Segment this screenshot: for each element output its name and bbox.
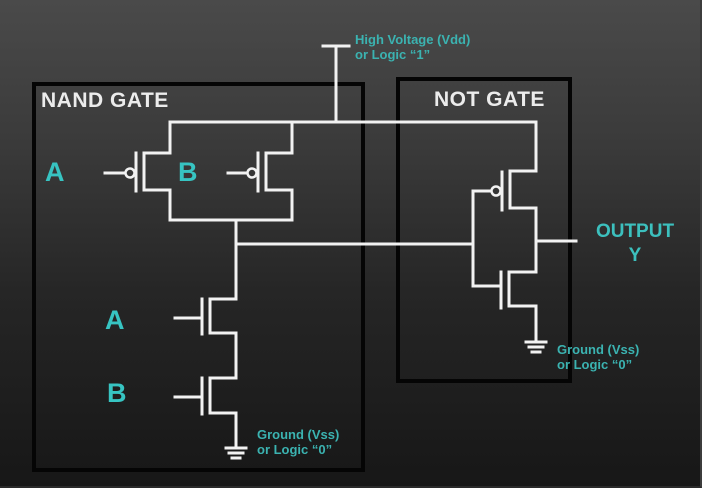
vdd-rail	[168, 120, 538, 173]
vdd-label-line2: or Logic “1”	[355, 47, 431, 62]
pmos-input-b-label: B	[178, 157, 198, 187]
vdd-label: High Voltage (Vdd) or Logic “1”	[355, 32, 470, 62]
output-label-line1: OUTPUT	[595, 221, 675, 242]
nand-ground-line2: or Logic “0”	[257, 442, 333, 457]
nmos-input-a-label: A	[105, 305, 125, 335]
not-ground-line1: Ground (Vss)	[557, 342, 640, 357]
nand-pmos-b-transistor	[226, 120, 294, 222]
nand-output-node	[168, 218, 294, 301]
not-pmos-transistor	[490, 169, 538, 274]
nand-nmos-a-transistor	[173, 297, 238, 380]
output-label-line2: Y	[628, 245, 642, 266]
not-gate-title: NOT GATE	[434, 88, 545, 111]
nand-ground-line1: Ground (Vss)	[257, 427, 340, 442]
nand-gate-title: NAND GATE	[41, 89, 169, 112]
not-ground-label: Ground (Vss) or Logic “0”	[557, 342, 639, 372]
not-gate-box	[396, 77, 572, 383]
nand-gate-box	[32, 82, 365, 472]
nand-pmos-a-transistor	[103, 120, 172, 222]
vdd-symbol	[321, 44, 351, 124]
nand-ground-label: Ground (Vss) or Logic “0”	[257, 427, 339, 457]
nand-ground-icon	[224, 446, 248, 460]
pmos-input-a-label: A	[45, 157, 65, 187]
not-ground-icon	[524, 340, 548, 354]
not-ground-line2: or Logic “0”	[557, 357, 633, 372]
not-gate-input	[471, 189, 503, 288]
nmos-input-b-label: B	[107, 378, 127, 408]
vdd-label-line1: High Voltage (Vdd)	[355, 32, 471, 47]
output-label: OUTPUT Y	[590, 220, 680, 268]
nand-nmos-b-transistor	[173, 376, 238, 450]
not-nmos-transistor	[499, 270, 538, 344]
